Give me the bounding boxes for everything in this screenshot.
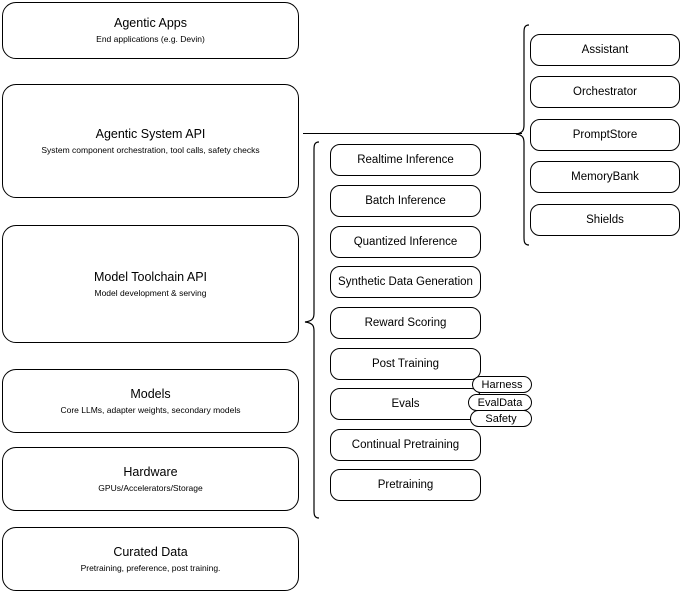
item-quantized-inference[interactable]: Quantized Inference — [330, 226, 481, 258]
layer-curated-data[interactable]: Curated Data Pretraining, preference, po… — [2, 527, 299, 591]
item-pretraining[interactable]: Pretraining — [330, 469, 481, 501]
item-promptstore[interactable]: PromptStore — [530, 119, 680, 151]
item-realtime-inference[interactable]: Realtime Inference — [330, 144, 481, 176]
layer-model-toolchain-api[interactable]: Model Toolchain API Model development & … — [2, 225, 299, 343]
item-memorybank[interactable]: MemoryBank — [530, 161, 680, 193]
layer-title: Agentic Apps — [114, 16, 187, 30]
item-label: Orchestrator — [573, 86, 637, 98]
connector-system-api-line — [303, 133, 522, 134]
layer-subtitle: GPUs/Accelerators/Storage — [98, 482, 203, 493]
brace-toolchain-components — [303, 141, 321, 519]
item-synthetic-data-generation[interactable]: Synthetic Data Generation — [330, 266, 481, 298]
pill-label: Harness — [481, 378, 523, 391]
pill-safety[interactable]: Safety — [470, 410, 532, 427]
item-post-training[interactable]: Post Training — [330, 348, 481, 380]
layer-agentic-system-api[interactable]: Agentic System API System component orch… — [2, 84, 299, 198]
item-label: Synthetic Data Generation — [338, 276, 473, 288]
item-orchestrator[interactable]: Orchestrator — [530, 76, 680, 108]
item-batch-inference[interactable]: Batch Inference — [330, 185, 481, 217]
layer-subtitle: End applications (e.g. Devin) — [96, 34, 205, 44]
item-label: Realtime Inference — [357, 154, 454, 166]
layer-title: Agentic System API — [95, 126, 206, 141]
pill-label: EvalData — [477, 396, 523, 409]
pill-label: Safety — [485, 412, 517, 425]
layer-hardware[interactable]: Hardware GPUs/Accelerators/Storage — [2, 447, 299, 511]
layer-models[interactable]: Models Core LLMs, adapter weights, secon… — [2, 369, 299, 433]
item-label: Assistant — [581, 44, 629, 56]
layer-subtitle: Pretraining, preference, post training. — [80, 562, 221, 573]
layer-subtitle: Core LLMs, adapter weights, secondary mo… — [60, 404, 241, 415]
brace-system-components — [515, 24, 531, 246]
item-reward-scoring[interactable]: Reward Scoring — [330, 307, 481, 339]
layer-title: Curated Data — [113, 544, 188, 559]
item-label: Post Training — [371, 358, 440, 370]
item-shields[interactable]: Shields — [530, 204, 680, 236]
item-label: Pretraining — [377, 479, 434, 491]
layer-agentic-apps[interactable]: Agentic Apps End applications (e.g. Devi… — [2, 2, 299, 59]
layer-subtitle: System component orchestration, tool cal… — [41, 144, 260, 155]
layer-title: Model Toolchain API — [93, 269, 208, 284]
item-label: Quantized Inference — [353, 236, 458, 248]
item-label: Reward Scoring — [364, 317, 447, 329]
item-label: Shields — [586, 214, 624, 226]
item-label: MemoryBank — [571, 171, 639, 183]
item-label: Continual Pretraining — [351, 439, 460, 451]
item-label: Evals — [391, 398, 420, 410]
item-continual-pretraining[interactable]: Continual Pretraining — [330, 429, 481, 461]
item-assistant[interactable]: Assistant — [530, 34, 680, 66]
item-evals[interactable]: Evals — [330, 388, 481, 420]
item-label: PromptStore — [572, 129, 638, 141]
layer-subtitle: Model development & serving — [94, 287, 207, 298]
layer-title: Models — [130, 386, 171, 401]
pill-harness[interactable]: Harness — [472, 376, 532, 393]
item-label: Batch Inference — [365, 195, 446, 207]
layer-title: Hardware — [123, 464, 178, 479]
pill-evaldata[interactable]: EvalData — [468, 394, 532, 411]
